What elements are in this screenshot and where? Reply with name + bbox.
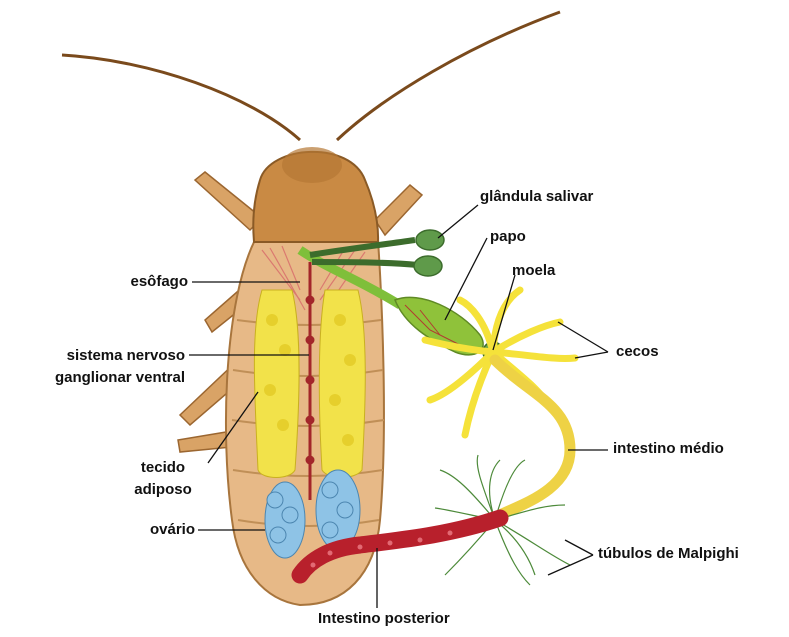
label-glandula-salivar: glândula salivar [480, 188, 593, 206]
label-intestino-medio: intestino médio [613, 440, 724, 458]
label-moela: moela [512, 262, 555, 280]
label-papo: papo [490, 228, 526, 246]
label-esofago: esôfago [90, 273, 188, 291]
label-tubulos-malpighi: túbulos de Malpighi [598, 545, 739, 563]
label-intestino-posterior: Intestino posterior [318, 610, 450, 628]
label-tecido-2: adiposo [118, 481, 208, 499]
label-cecos: cecos [616, 343, 659, 361]
label-tecido-1: tecido [118, 459, 208, 477]
right-antenna [337, 12, 560, 140]
label-sistema-nervoso-1: sistema nervoso [20, 347, 185, 365]
left-antenna [62, 55, 300, 140]
label-sistema-nervoso-2: ganglionar ventral [20, 369, 185, 387]
label-ovario: ovário [110, 521, 195, 539]
